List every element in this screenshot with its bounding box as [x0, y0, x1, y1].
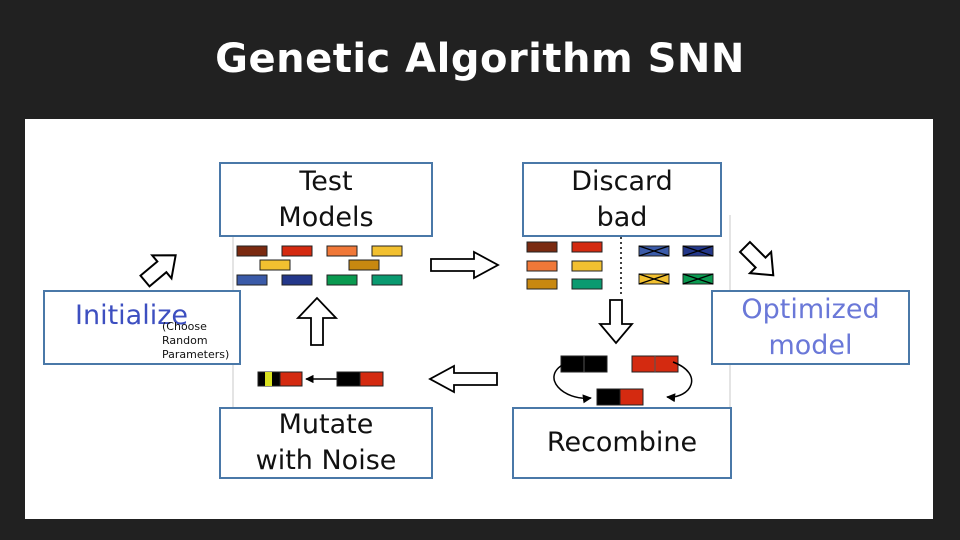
flow-arrow-icon	[428, 364, 498, 394]
chromosome-maroon	[236, 245, 268, 257]
chromosome-orange	[326, 245, 358, 257]
step-label: Recombine	[546, 427, 698, 458]
cross-mark-icon	[638, 245, 670, 257]
chromosome-teal	[571, 278, 603, 290]
discarded-chromosome	[682, 273, 714, 285]
population-chromosomes	[236, 245, 403, 286]
step-discard-bad: Discard bad	[522, 162, 722, 237]
step-label: Mutate with Noise	[255, 409, 397, 476]
curved-arrow-icon	[553, 363, 592, 404]
chromosome-navy	[281, 274, 313, 286]
cross-mark-icon	[638, 273, 670, 285]
curved-arrow-icon	[666, 361, 693, 403]
chromosome-gold	[348, 259, 380, 271]
step-initialize: Initialize	[43, 290, 241, 365]
discarded-chromosome	[682, 245, 714, 257]
step-test-models: Test Models	[219, 162, 433, 237]
chromosome-teal	[371, 274, 403, 286]
step-recombine: Recombine	[512, 407, 732, 479]
cross-mark-icon	[682, 273, 714, 285]
child-chromosome-right	[619, 388, 644, 406]
chromosome-orange	[526, 260, 558, 272]
chromosome-green	[326, 274, 358, 286]
step-optimized-model: Optimized model	[711, 290, 910, 365]
chromosome-blue	[236, 274, 268, 286]
step-label: Discard bad	[571, 165, 673, 233]
step-label: Optimized model	[741, 293, 880, 361]
flow-arrow-icon	[598, 299, 634, 345]
flow-arrow-icon	[139, 254, 177, 288]
original-chromosome-right	[359, 371, 384, 387]
mutated-chromosome-right	[279, 371, 303, 387]
step-label: Test Models	[278, 165, 374, 233]
cross-mark-icon	[682, 245, 714, 257]
step-mutate-with-noise: Mutate with Noise	[219, 407, 433, 479]
chromosome-maroon	[526, 241, 558, 253]
initialize-note: (Choose Random Parameters)	[162, 320, 230, 361]
discarded-chromosome	[638, 245, 670, 257]
child-chromosome-left	[596, 388, 621, 406]
flow-arrow-icon	[738, 240, 775, 277]
original-chromosome-left	[336, 371, 361, 387]
flow-arrow-icon	[295, 296, 339, 346]
recombination-illustration	[553, 355, 693, 406]
slide-title: Genetic Algorithm SNN	[215, 36, 745, 82]
flow-arrow-icon	[430, 250, 500, 280]
chromosome-yellow	[371, 245, 403, 257]
chromosome-red	[281, 245, 313, 257]
chromosome-red	[571, 241, 603, 253]
step-label: Initialize	[75, 300, 188, 331]
chromosome-yellow	[259, 259, 291, 271]
diagram-panel: Test Models Discard bad Initialize (Choo…	[25, 119, 933, 519]
mutation-gene	[265, 372, 272, 386]
discarded-chromosome	[638, 273, 670, 285]
chromosome-yellow	[571, 260, 603, 272]
discarded-chromosomes	[638, 245, 714, 285]
kept-chromosomes	[526, 241, 603, 290]
chromosome-gold	[526, 278, 558, 290]
diagram-canvas	[139, 215, 775, 411]
mutation-illustration	[257, 371, 384, 387]
